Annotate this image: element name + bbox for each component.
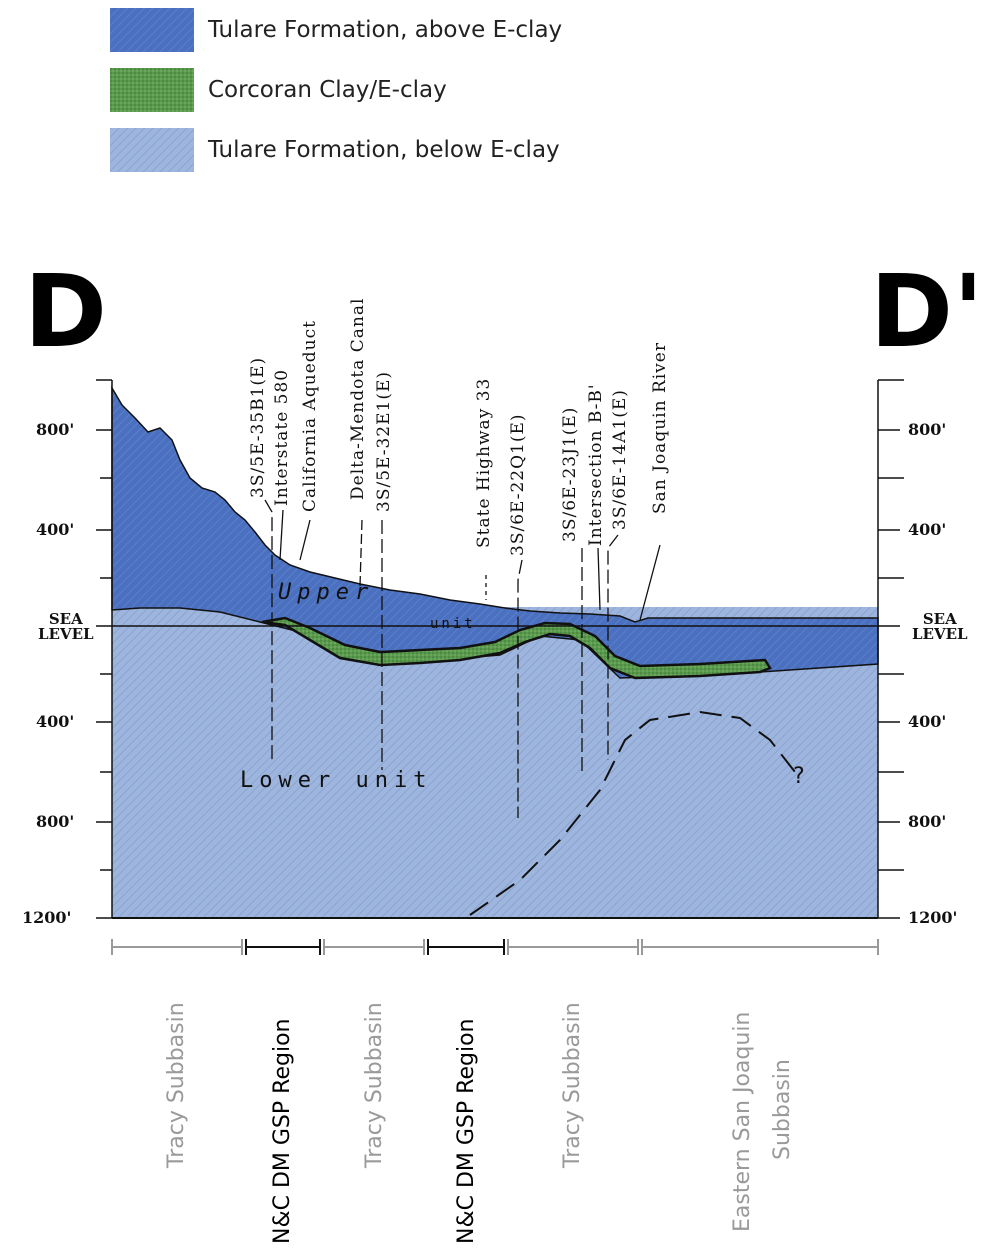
right-depth-label-800-below: 800' xyxy=(908,812,947,831)
left-depth-label-400-above: 400' xyxy=(36,520,75,539)
marker-label-3s6e-23j1: 3S/6E-23J1(E) xyxy=(560,406,580,542)
legend-swatch-corcoran-clay xyxy=(110,68,194,112)
legend-swatch-upper-tulare xyxy=(110,8,194,52)
right-depth-label-1200: 1200' xyxy=(908,908,958,927)
right-depth-label-400-below: 400' xyxy=(908,712,947,731)
marker-label-3s5e-32e1: 3S/5E-32E1(E) xyxy=(374,370,394,512)
right-sea-level-line2: LEVEL xyxy=(912,625,968,643)
legend-label-corcoran-clay: Corcoran Clay/E-clay xyxy=(208,77,447,103)
lower-unit-label: Lower unit xyxy=(240,768,433,793)
legend-item-upper-tulare: Tulare Formation, above E-clay xyxy=(110,8,562,52)
marker-label-san-joaquin-river: San Joaquin River xyxy=(650,342,670,514)
marker-label-delta-mendota-canal: Delta-Mendota Canal xyxy=(348,297,368,500)
left-sea-level-line1: SEA xyxy=(48,610,83,628)
section-start-label: D xyxy=(24,253,108,370)
right-depth-label-800-above: 800' xyxy=(908,420,947,439)
legend-label-upper-tulare: Tulare Formation, above E-clay xyxy=(208,17,563,43)
left-sea-level-label: SEA LEVEL xyxy=(38,612,94,642)
left-depth-label-800-below: 800' xyxy=(36,812,75,831)
right-depth-axis xyxy=(877,379,904,919)
legend-label-lower-tulare: Tulare Formation, below E-clay xyxy=(208,137,560,163)
query-mark: ? xyxy=(792,764,812,789)
right-depth-label-400-above: 400' xyxy=(908,520,947,539)
right-sea-level-label: SEA LEVEL xyxy=(912,612,968,642)
region-label-ncdm-2: N&C DM GSP Region xyxy=(454,1018,479,1244)
section-end-label: D' xyxy=(870,253,984,370)
region-label-eastern-sj-line1: Eastern San Joaquin xyxy=(730,1011,755,1232)
upper-unit-label: Upper xyxy=(278,580,375,605)
marker-label-3s6e-22q1: 3S/6E-22Q1(E) xyxy=(508,413,528,556)
region-brackets xyxy=(111,939,879,955)
upper-unit-fragment: unit xyxy=(430,616,476,632)
corcoran-clay-layer xyxy=(261,616,772,680)
marker-label-interstate-580: Interstate 580 xyxy=(272,368,292,506)
region-label-eastern-sj-line2: Subbasin xyxy=(770,1059,795,1160)
legend-swatch-lower-tulare xyxy=(110,128,194,172)
legend-item-corcoran-clay: Corcoran Clay/E-clay xyxy=(110,68,447,112)
left-depth-axis xyxy=(96,379,113,919)
marker-label-state-highway-33: State Highway 33 xyxy=(474,377,494,548)
legend-item-lower-tulare: Tulare Formation, below E-clay xyxy=(110,128,560,172)
left-depth-label-400-below: 400' xyxy=(36,712,75,731)
left-sea-level-line2: LEVEL xyxy=(38,625,94,643)
marker-label-3s6e-14a1: 3S/6E-14A1(E) xyxy=(610,389,630,530)
region-label-tracy-2: Tracy Subbasin xyxy=(362,1002,387,1168)
region-label-ncdm-1: N&C DM GSP Region xyxy=(270,1018,295,1244)
marker-label-intersection-bb: Intersection B-B' xyxy=(586,383,606,546)
left-depth-label-800-above: 800' xyxy=(36,420,75,439)
left-depth-label-1200: 1200' xyxy=(22,908,72,927)
region-label-tracy-3: Tracy Subbasin xyxy=(560,1002,585,1168)
right-sea-level-line1: SEA xyxy=(922,610,957,628)
marker-label-california-aqueduct: California Aqueduct xyxy=(300,320,320,512)
region-label-tracy-1: Tracy Subbasin xyxy=(164,1002,189,1168)
marker-label-3s5e-35b1: 3S/5E-35B1(E) xyxy=(248,356,268,498)
marker-lines xyxy=(264,499,661,818)
